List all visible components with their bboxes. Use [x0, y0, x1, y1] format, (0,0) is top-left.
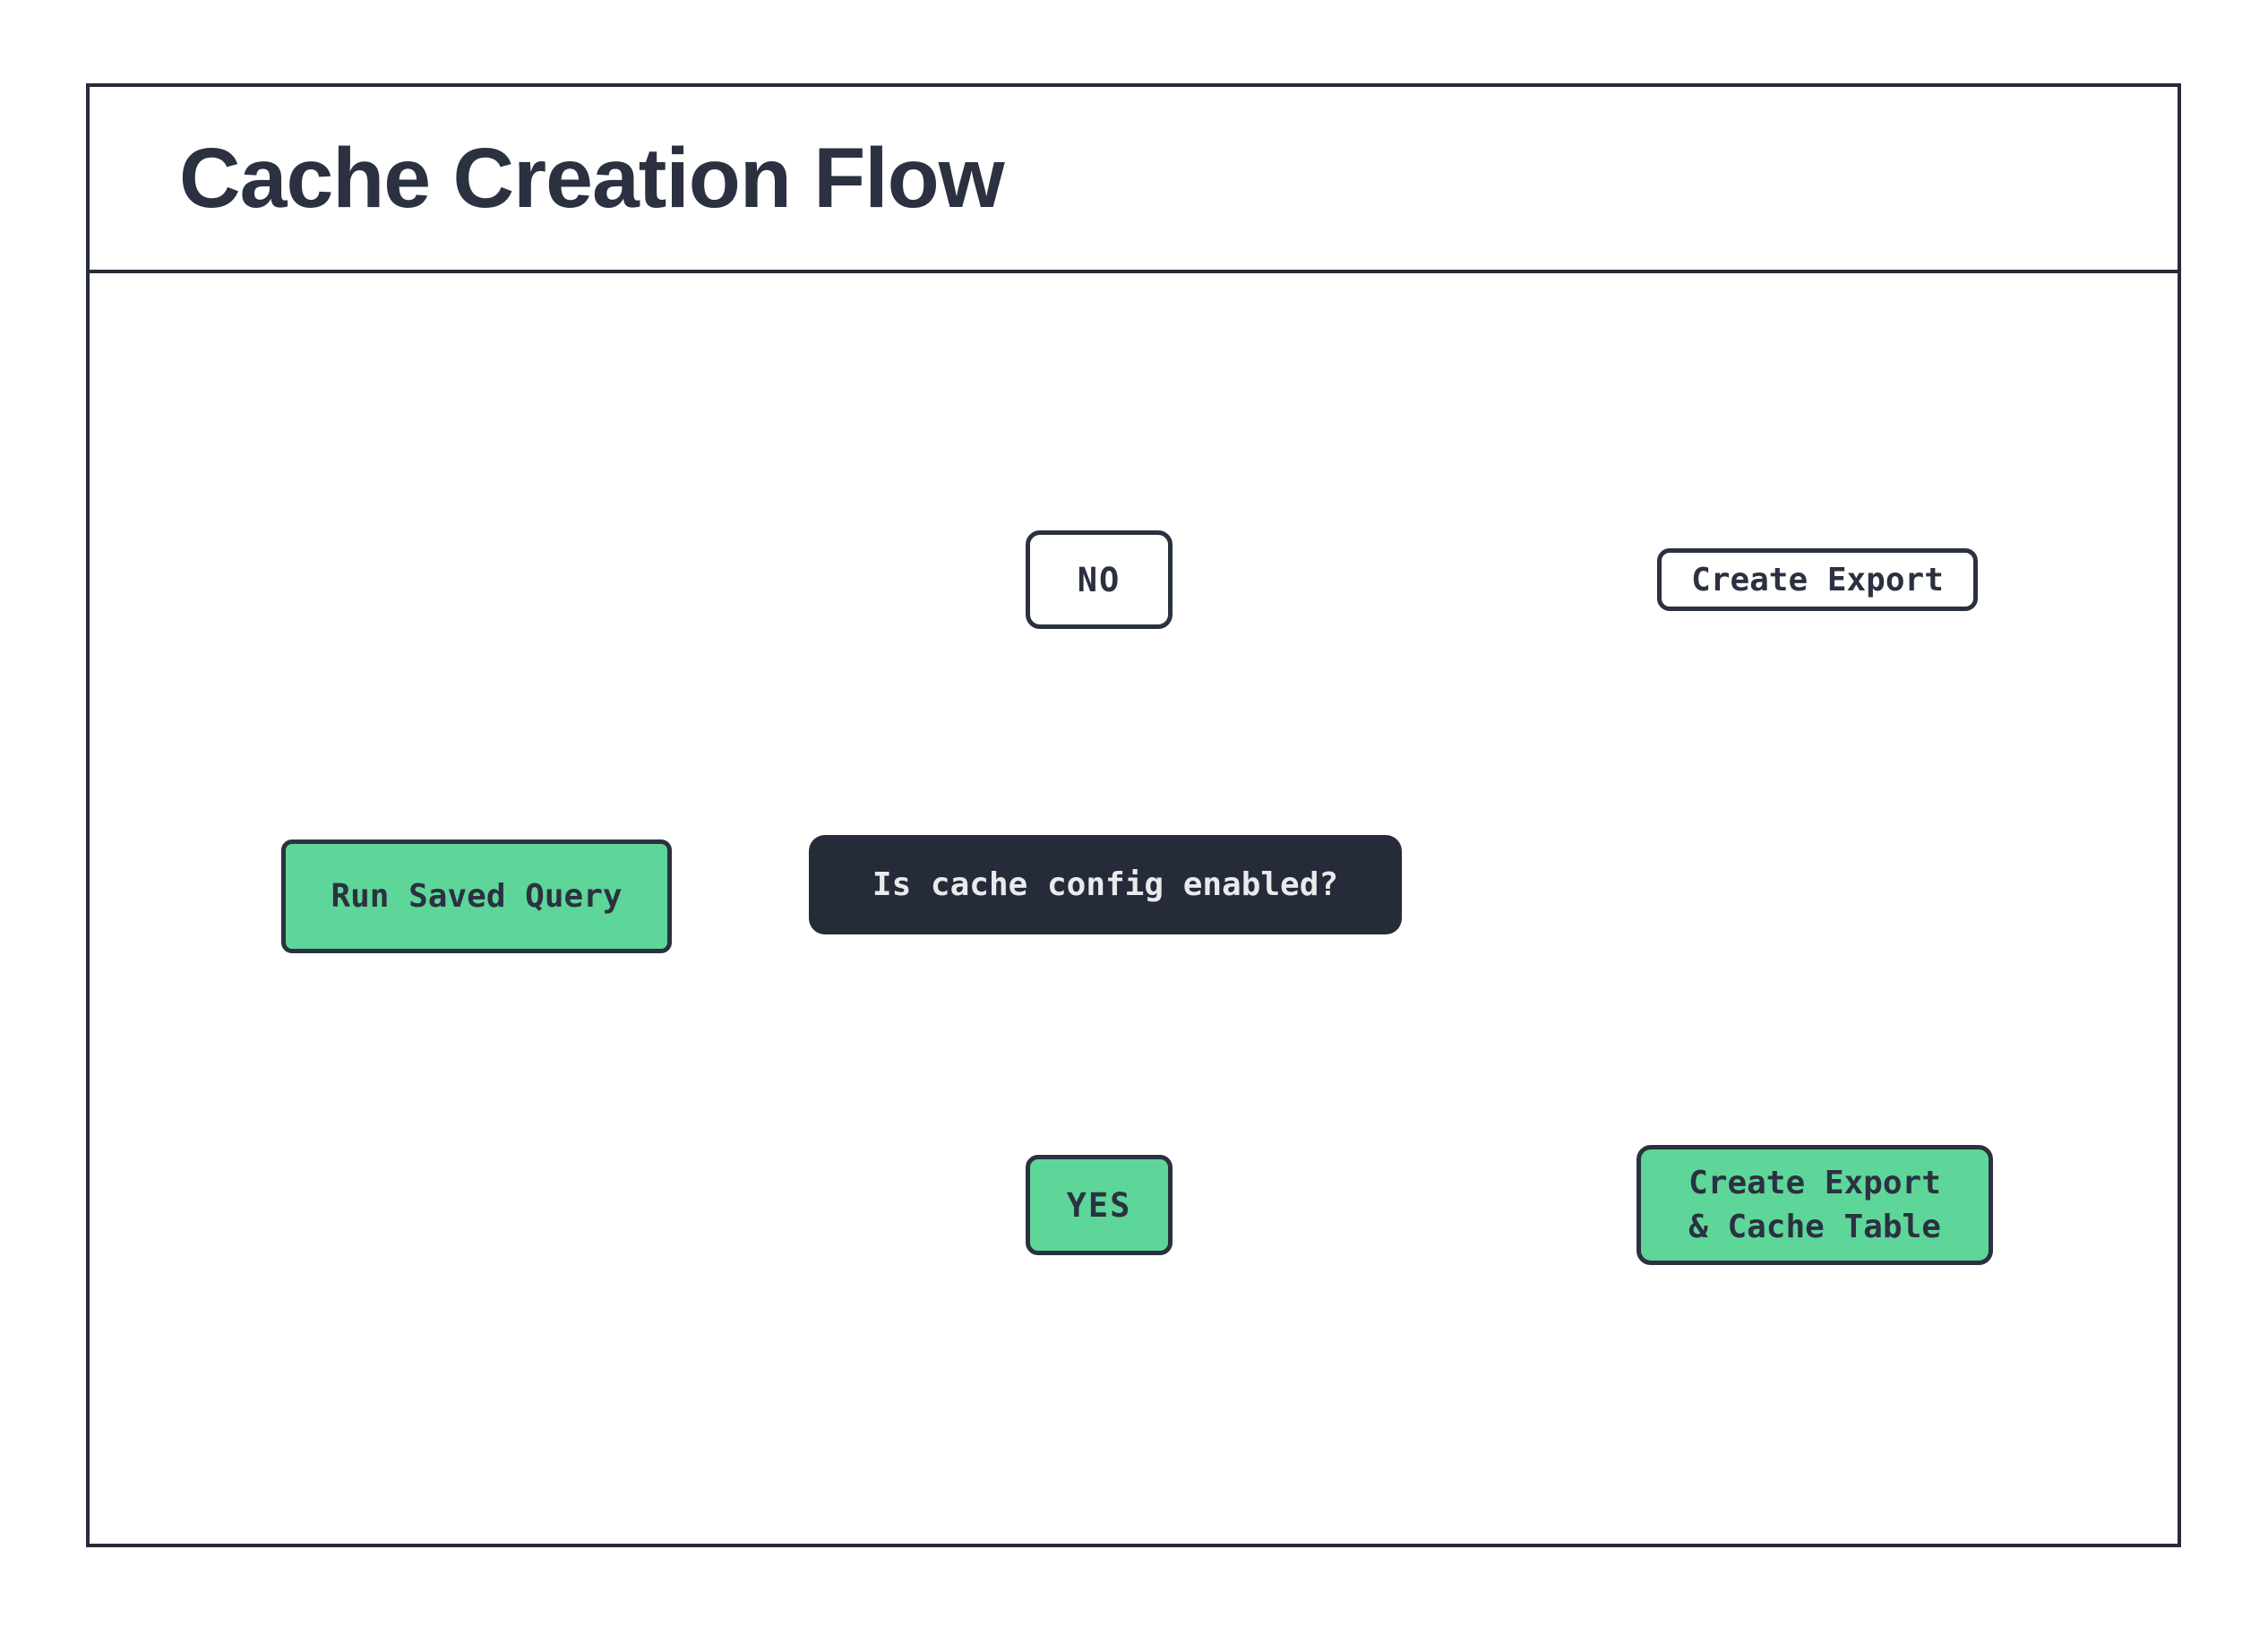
node-run-saved-query: Run Saved Query	[281, 839, 672, 953]
branch-no-label: NO	[1077, 560, 1121, 599]
node-run-saved-query-label: Run Saved Query	[331, 878, 623, 915]
database-label-create-export-cache-table: Create Export & Cache Table	[1637, 1145, 1993, 1265]
node-branch-no: NO	[1026, 530, 1173, 629]
node-branch-yes: YES	[1026, 1155, 1173, 1255]
create-export-label: Create Export	[1691, 561, 1944, 598]
branch-yes-label: YES	[1066, 1185, 1132, 1225]
node-decision-label: Is cache config enabled?	[872, 866, 1339, 903]
page-title: Cache Creation Flow	[179, 130, 1005, 226]
node-decision-cache-config: Is cache config enabled?	[809, 835, 1402, 934]
frame-header: Cache Creation Flow	[90, 87, 2178, 273]
database-label-create-export: Create Export	[1657, 548, 1978, 611]
page-frame: Cache Creation Flow	[86, 83, 2181, 1547]
create-export-cache-table-label: Create Export & Cache Table	[1688, 1165, 1941, 1245]
